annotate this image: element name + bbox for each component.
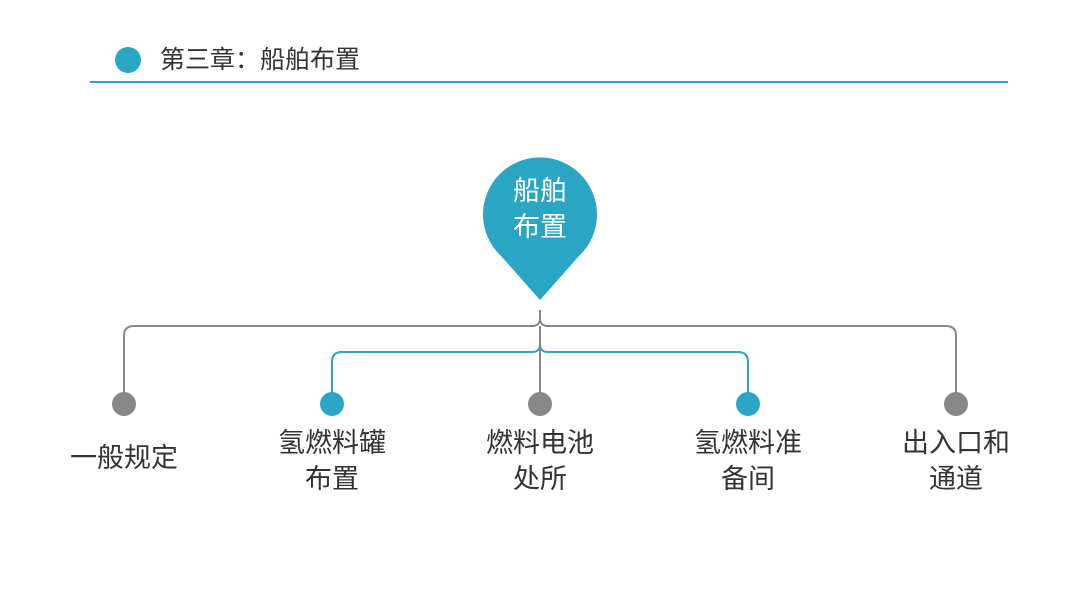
- leaf-dot-3: [528, 392, 552, 416]
- leaf-label-3: 燃料电池 处所: [460, 426, 620, 498]
- leaf-label-4: 氢燃料准 备间: [668, 426, 828, 498]
- page-title: 第三章：船舶布置: [160, 45, 361, 74]
- header-bullet: [115, 47, 141, 73]
- leaf-label-2-line2: 布置: [305, 464, 359, 495]
- leaf-dot-4: [736, 392, 760, 416]
- leaf-label-4-line1: 氢燃料准: [694, 428, 802, 459]
- leaf-label-2-line1: 氢燃料罐: [278, 428, 386, 459]
- leaf-label-1-line1: 一般规定: [70, 443, 178, 474]
- leaf-label-3-line2: 处所: [513, 464, 567, 495]
- connector-outer-right: [539, 310, 957, 404]
- leaf-label-5-line1: 出入口和: [902, 428, 1010, 459]
- leaf-label-4-line2: 备间: [721, 464, 775, 495]
- center-node-line2: 布置: [513, 212, 567, 243]
- connector-inner-left: [331, 326, 541, 404]
- leaf-label-2: 氢燃料罐 布置: [252, 426, 412, 498]
- leaf-dot-5: [944, 392, 968, 416]
- center-node-label: 船舶 布置: [490, 174, 590, 246]
- center-node-line1: 船舶: [513, 176, 567, 207]
- leaf-dot-1: [112, 392, 136, 416]
- leaf-label-3-line1: 燃料电池: [486, 428, 594, 459]
- leaf-label-1: 一般规定: [44, 441, 204, 477]
- center-node-pin: [482, 157, 597, 300]
- leaf-label-5: 出入口和 通道: [876, 426, 1036, 498]
- connector-inner-right: [539, 326, 749, 404]
- header-divider: [90, 81, 1008, 83]
- leaf-dot-2: [320, 392, 344, 416]
- leaf-label-5-line2: 通道: [929, 464, 983, 495]
